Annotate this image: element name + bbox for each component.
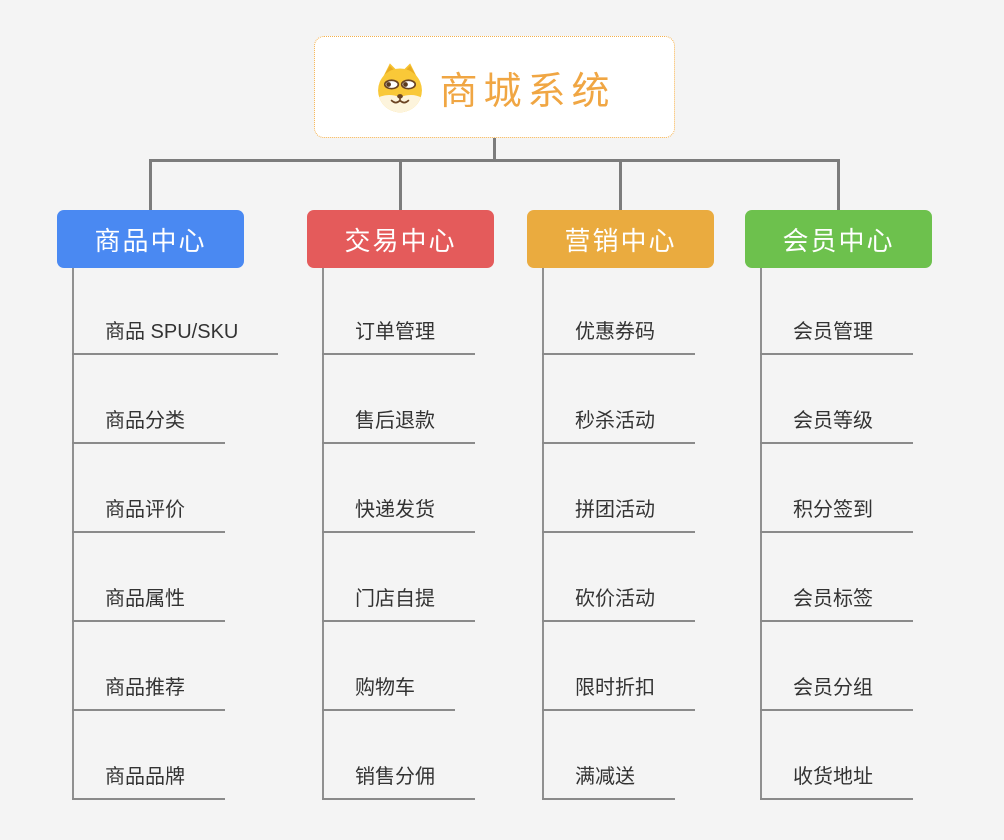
leaf-node[interactable]: 售后退款 [322, 408, 475, 444]
leaf-node[interactable]: 商品推荐 [72, 675, 225, 711]
connector-drop-1 [399, 160, 402, 210]
connector-drop-0 [149, 160, 152, 210]
leaf-node[interactable]: 优惠券码 [542, 319, 695, 355]
leaf-node[interactable]: 商品品牌 [72, 764, 225, 800]
connector-drop-3 [837, 160, 840, 210]
connector-drop-2 [619, 160, 622, 210]
leaf-node[interactable]: 会员分组 [760, 675, 913, 711]
branch-node-0[interactable]: 商品中心 [57, 210, 244, 268]
branch-node-2[interactable]: 营销中心 [527, 210, 714, 268]
branch-spine-1 [322, 268, 324, 800]
branch-node-1[interactable]: 交易中心 [307, 210, 494, 268]
leaf-node[interactable]: 门店自提 [322, 586, 475, 622]
leaf-node[interactable]: 订单管理 [322, 319, 475, 355]
leaf-node[interactable]: 购物车 [322, 675, 455, 711]
root-node[interactable]: 商城系统 [314, 36, 675, 138]
branch-spine-3 [760, 268, 762, 800]
leaf-node[interactable]: 商品评价 [72, 497, 225, 533]
leaf-node[interactable]: 商品属性 [72, 586, 225, 622]
leaf-node[interactable]: 商品 SPU/SKU [72, 319, 279, 355]
leaf-node[interactable]: 秒杀活动 [542, 408, 695, 444]
branch-spine-0 [72, 268, 74, 800]
connector-horizontal-rail [149, 159, 840, 162]
leaf-node[interactable]: 销售分佣 [322, 764, 475, 800]
leaf-node[interactable]: 拼团活动 [542, 497, 695, 533]
leaf-node[interactable]: 快递发货 [322, 497, 475, 533]
branch-node-3[interactable]: 会员中心 [745, 210, 932, 268]
leaf-node[interactable]: 商品分类 [72, 408, 225, 444]
connector-root-stub [493, 138, 496, 161]
leaf-node[interactable]: 砍价活动 [542, 586, 695, 622]
leaf-node[interactable]: 满减送 [542, 764, 675, 800]
root-title: 商城系统 [439, 70, 616, 113]
leaf-node[interactable]: 会员等级 [760, 408, 913, 444]
leaf-node[interactable]: 积分签到 [760, 497, 913, 533]
leaf-node[interactable]: 收货地址 [760, 764, 913, 800]
leaf-node[interactable]: 限时折扣 [542, 675, 695, 711]
dog-icon [378, 63, 423, 113]
leaf-node[interactable]: 会员标签 [760, 586, 913, 622]
branch-spine-2 [542, 268, 544, 800]
leaf-node[interactable]: 会员管理 [760, 319, 913, 355]
